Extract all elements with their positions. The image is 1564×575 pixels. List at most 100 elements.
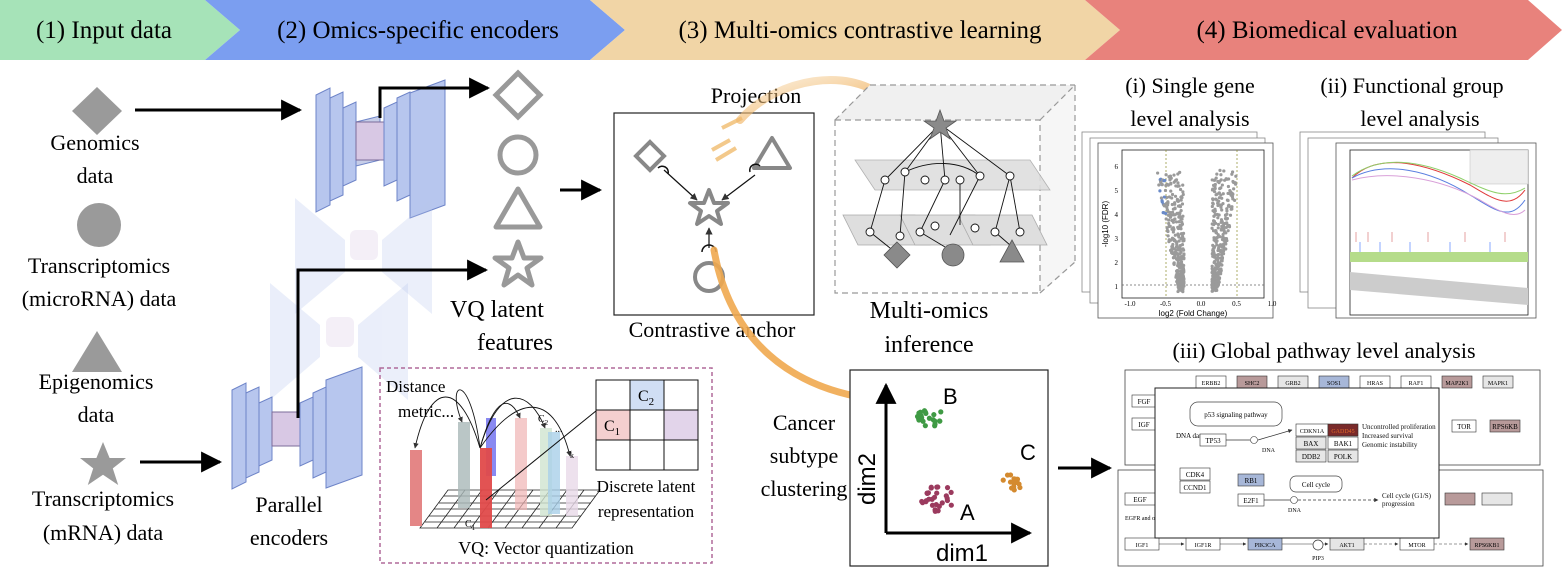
volcano-point [1215,198,1219,202]
stage-1-label: (1) Input data [36,17,172,44]
volcano-point [1177,256,1182,260]
cluster-c-point [1011,484,1017,490]
volcano-point [1225,212,1229,216]
volcano-point [1182,253,1186,257]
volcano-point [1220,245,1224,249]
multi-omics-inference-panel [834,84,1076,294]
volcano-point [1173,194,1178,198]
cluster-a-point [932,508,938,514]
volcano-ytick: 6 [1115,163,1119,171]
volcano-point [1179,195,1183,199]
pathway-node [1469,537,1505,551]
volcano-point [1222,169,1226,173]
cluster-c-point [1004,472,1011,478]
volcano-point [1167,218,1171,222]
volcano-point [1167,221,1171,226]
parallel-encoders-line1: Parallel [255,492,322,517]
volcano-point [1181,287,1185,291]
volcano-point [1172,218,1176,222]
anchor-diamond-icon [633,139,667,173]
cluster-b-point [926,415,933,421]
vq-caption: VQ: Vector quantization [458,538,634,558]
volcano-point [1170,196,1174,200]
volcano-point [1164,173,1168,177]
pathway-node-label: SHC2 [1245,381,1260,387]
pathway-node [1441,375,1473,389]
cluster-a-point [944,485,951,491]
stage-1-arrow [0,0,240,60]
volcano-point [1179,250,1183,255]
volcano-point [1221,192,1225,196]
clustering-label-line1: Cancer [773,410,836,435]
encoder-ghost-1 [295,198,432,314]
volcano-point [1224,247,1228,251]
volcano-point [1182,284,1186,288]
cluster-a-point [923,498,929,504]
volcano-point [1211,219,1216,223]
volcano-point [1179,223,1183,228]
svg-text:k: k [570,451,574,460]
vq-triangle-icon [493,186,543,230]
single-gene-title-line2: level analysis [1130,106,1249,131]
pathway-node-label: GRB2 [1285,381,1300,387]
volcano-point [1176,232,1180,236]
volcano-point [1211,183,1216,188]
volcano-point [1175,244,1179,248]
pathway-node-label: SOS1 [1327,381,1341,387]
encoder-bottom [231,366,363,490]
volcano-point [1220,253,1224,257]
cluster-a-point [919,498,925,505]
volcano-xlabel: log2 (Fold Change) [1159,309,1228,318]
volcano-point [1172,173,1176,177]
grid-cell-c1: C1 [604,418,620,438]
cluster-b-point [932,421,938,427]
volcano-point [1181,183,1185,187]
pathway-bax: BAX [1304,440,1319,448]
cluster-a-point [944,495,950,501]
epigenomics-label-line1: Epigenomics [39,369,154,394]
pathway-fgf: FGF [1138,398,1151,406]
volcano-point [1216,226,1220,230]
volcano-point [1178,246,1182,250]
volcano-point [1181,278,1185,282]
volcano-point [1164,211,1168,216]
volcano-point [1168,178,1172,182]
volcano-point [1218,168,1222,172]
volcano-point [1212,178,1217,182]
volcano-point [1158,189,1162,193]
cluster-a-label: A [960,500,975,525]
volcano-point [1224,236,1229,241]
cluster-b-point [931,412,937,418]
volcano-point [1169,213,1173,217]
volcano-ytick: 2 [1115,259,1119,267]
pathway-node-label: IGF1 [1136,543,1149,549]
pathway-polk: POLK [1334,453,1352,461]
grid-cell-c2: C2 [638,388,654,408]
volcano-point [1180,265,1185,269]
volcano-point [1216,222,1220,227]
encoder-ghost-2 [270,283,408,400]
volcano-point [1217,191,1221,195]
volcano-point [1214,240,1218,244]
volcano-point [1220,196,1224,200]
volcano-point [1216,253,1220,257]
volcano-point [1218,235,1222,239]
volcano-point [1221,202,1225,206]
diamond-icon [72,87,122,135]
cluster-b-point [922,423,928,429]
volcano-point [1165,182,1169,186]
volcano-point [1174,257,1179,261]
volcano-point [1164,202,1168,206]
volcano-point [1219,173,1223,177]
volcano-point [1227,225,1232,229]
volcano-point [1171,256,1176,260]
star-icon [80,442,126,485]
encoder-top [315,79,446,219]
volcano-ytick: 4 [1115,211,1119,219]
volcano-point [1211,281,1215,285]
volcano-point [1171,207,1175,211]
volcano-point [1181,190,1185,194]
volcano-point [1174,220,1179,224]
